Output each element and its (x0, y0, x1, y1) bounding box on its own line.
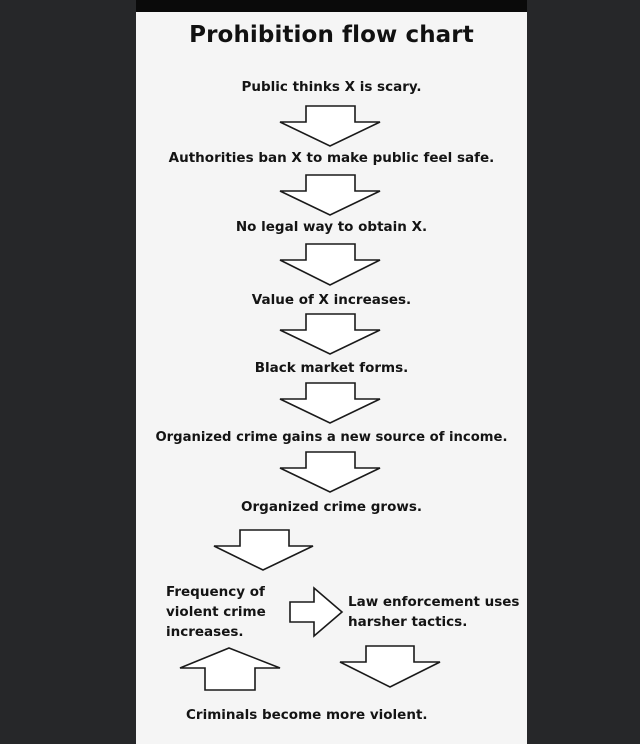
step-value-increases: Value of X increases. (251, 292, 412, 308)
step-harsher-tactics: Law enforcement uses harsher tactics. (348, 594, 520, 630)
left-background (0, 0, 136, 744)
down-arrow-5 (279, 382, 381, 424)
right-background (527, 0, 640, 744)
step-public-fear: Public thinks X is scary. (241, 79, 422, 95)
step-violent-crime-increases: Frequency of violent crime increases. (166, 584, 266, 640)
step-no-legal-way: No legal way to obtain X. (235, 219, 428, 235)
down-arrow-1 (279, 105, 381, 147)
right-arrow (289, 586, 344, 638)
step-authorities-ban: Authorities ban X to make public feel sa… (168, 150, 495, 166)
down-arrow-3 (279, 243, 381, 286)
down-arrow-6 (279, 451, 381, 493)
step-organized-crime-grows: Organized crime grows. (241, 499, 422, 515)
step-organized-crime-income: Organized crime gains a new source of in… (155, 430, 508, 445)
down-arrow-2 (279, 174, 381, 216)
top-strip (136, 0, 527, 12)
down-arrow-8 (339, 645, 441, 688)
chart-title: Prohibition flow chart (189, 22, 474, 48)
up-arrow (179, 647, 281, 691)
step-criminals-more-violent: Criminals become more violent. (186, 707, 428, 723)
step-black-market: Black market forms. (254, 360, 409, 376)
down-arrow-4 (279, 313, 381, 355)
down-arrow-7 (213, 529, 314, 571)
